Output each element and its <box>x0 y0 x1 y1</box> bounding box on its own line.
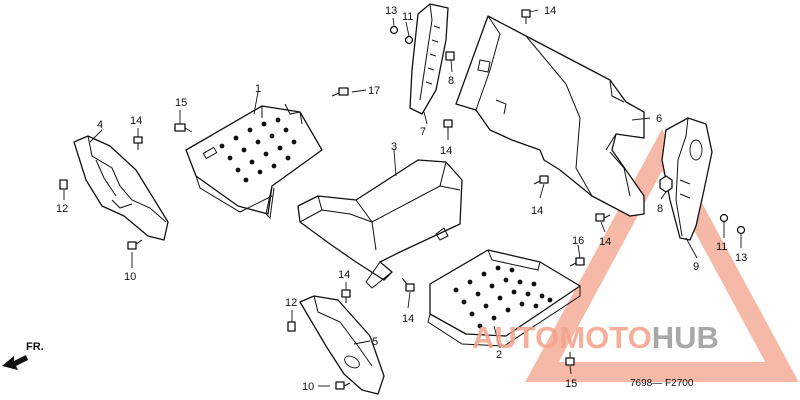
callout-2: 2 <box>496 349 502 361</box>
callout-11b: 11 <box>716 241 727 253</box>
callout-14f: 14 <box>338 269 350 281</box>
callout-5: 5 <box>372 336 378 348</box>
callout-15b: 15 <box>565 378 577 390</box>
callout-12b: 12 <box>285 297 297 309</box>
callout-14a: 14 <box>544 5 556 17</box>
callout-6: 6 <box>656 113 662 125</box>
callout-3: 3 <box>391 141 397 153</box>
callout-8a: 8 <box>448 75 454 87</box>
watermark-part1: AUTOMOTO <box>472 320 652 355</box>
callout-10a: 10 <box>124 271 136 283</box>
part-7-bracket[interactable] <box>409 3 449 115</box>
watermark-part2: HUB <box>652 320 719 355</box>
callout-9: 9 <box>693 261 699 273</box>
arrow-left-icon <box>2 355 28 370</box>
callout-14g: 14 <box>402 313 414 325</box>
front-label: FR. <box>26 341 44 353</box>
callout-8b: 8 <box>657 203 663 215</box>
callout-10b: 10 <box>302 381 314 393</box>
callout-labels: 1 2 3 4 5 6 7 8 8 9 10 10 11 11 12 12 13… <box>56 5 747 393</box>
callout-12a: 12 <box>56 203 68 215</box>
callout-14e: 14 <box>599 236 611 248</box>
callout-13b: 13 <box>735 252 747 264</box>
leader-lines <box>63 9 742 387</box>
part-3-center-cover[interactable] <box>297 159 463 289</box>
watermark-triangle <box>525 128 799 382</box>
callout-16: 16 <box>572 235 584 247</box>
part-2-step-floor[interactable] <box>427 249 581 347</box>
fastener-bolts <box>127 9 611 390</box>
diagram-code: 7698— F2700 <box>630 378 694 389</box>
callout-14d: 14 <box>531 205 543 217</box>
callout-7: 7 <box>420 126 426 138</box>
callout-14c: 14 <box>440 145 452 157</box>
callout-15a: 15 <box>175 97 187 109</box>
watermark: AUTOMOTOHUB <box>472 320 719 355</box>
front-direction-arrow: FR. <box>2 341 44 370</box>
callout-13a: 13 <box>385 5 397 17</box>
fastener-clips <box>59 25 746 332</box>
callout-4: 4 <box>97 119 103 131</box>
part-6-side-cover[interactable] <box>455 15 645 217</box>
callout-1: 1 <box>255 83 261 95</box>
part-4-left-cover[interactable] <box>73 135 169 241</box>
callout-11a: 11 <box>402 11 413 23</box>
callout-14b: 14 <box>130 115 142 127</box>
part-5-lower-cover[interactable] <box>299 295 385 395</box>
part-1-floor-panel[interactable] <box>185 103 323 220</box>
svg-text:AUTOMOTOHUB: AUTOMOTOHUB <box>472 320 719 355</box>
callout-17: 17 <box>368 85 380 97</box>
